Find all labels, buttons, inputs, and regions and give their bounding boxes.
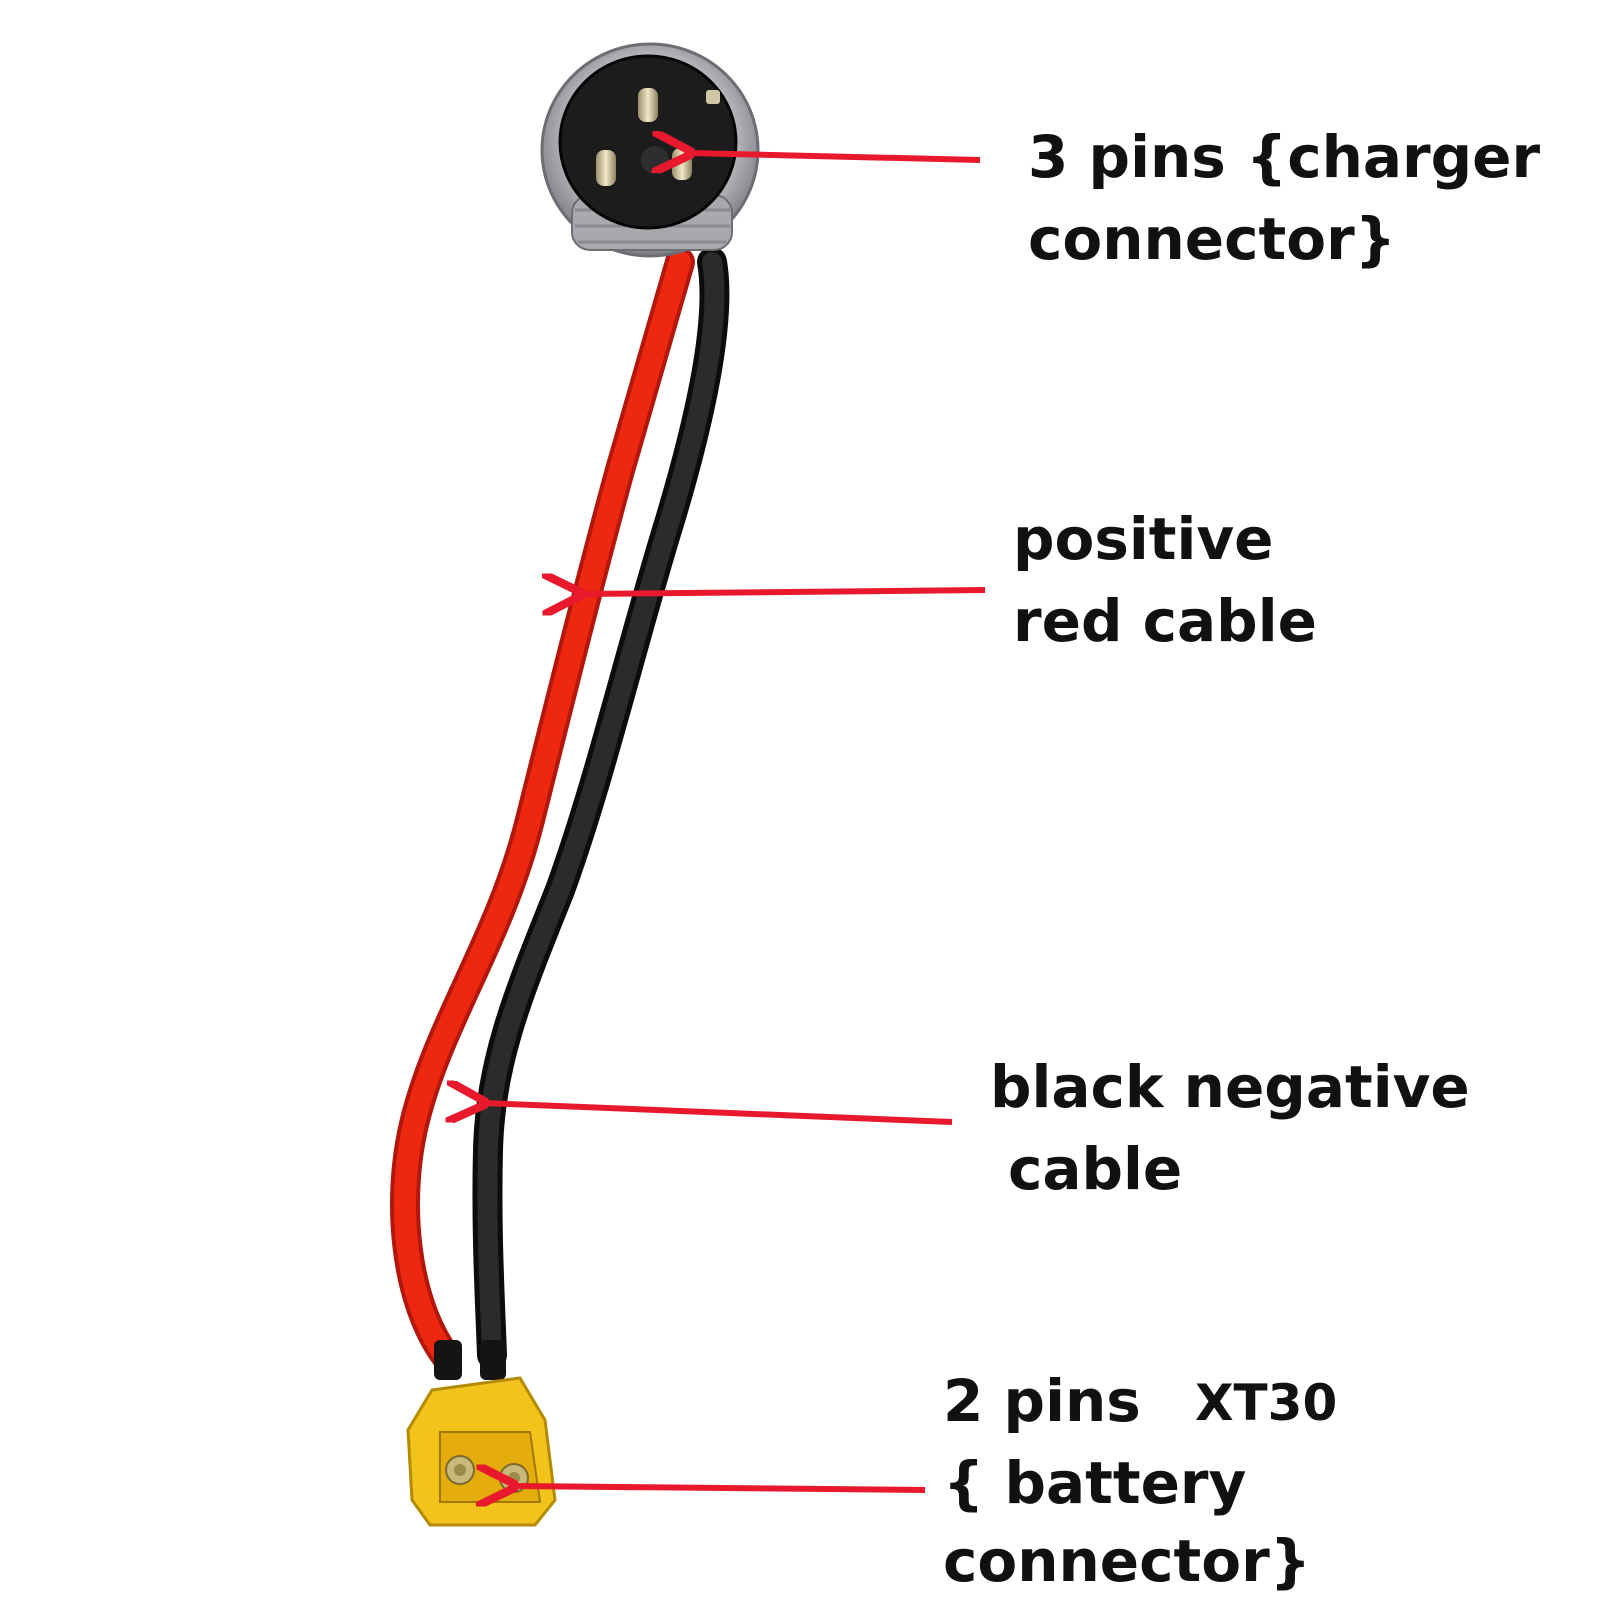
charger-arrow (690, 153, 981, 160)
red-cable (390, 247, 695, 1370)
positive-arrow (580, 590, 986, 594)
charger-label-line1: 3 pins {charger (1028, 123, 1541, 191)
positive-label-line2: red cable (1013, 587, 1317, 655)
negative-label-line2: cable (1008, 1135, 1183, 1203)
charger-label-line2: connector} (1028, 205, 1396, 273)
battery-arrow (514, 1486, 926, 1490)
battery-label-line3: connector} (943, 1527, 1311, 1595)
battery-label-line2: { battery (943, 1449, 1247, 1517)
negative-arrow (484, 1103, 953, 1125)
positive-label-line1: positive (1013, 505, 1274, 573)
battery-label-line1: 2 pins (943, 1367, 1141, 1435)
battery-label-xt30: XT30 (1195, 1374, 1338, 1432)
negative-label-line1: black negative (990, 1053, 1470, 1121)
three-pin-round-connector-icon (540, 42, 760, 258)
xt30-connector-icon (406, 1340, 557, 1527)
black-cable (472, 247, 730, 1370)
